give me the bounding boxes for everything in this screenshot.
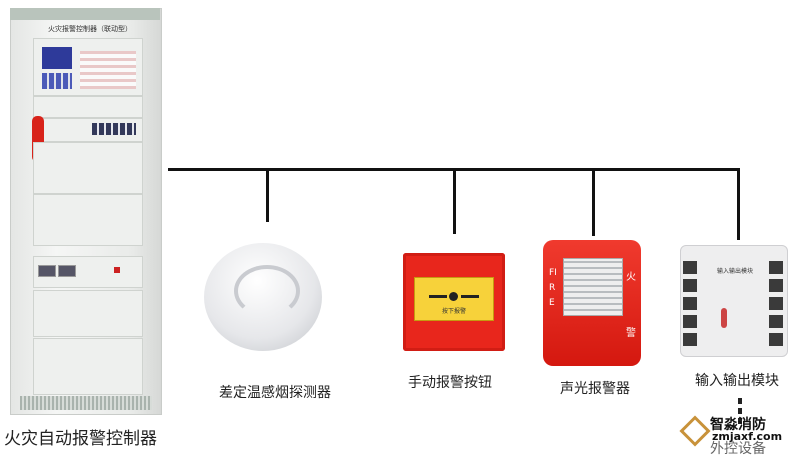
blank-panel xyxy=(33,338,143,395)
bus-drop-sounder xyxy=(592,168,595,236)
indicator-grid xyxy=(80,51,136,89)
bus-drop-call-point xyxy=(453,168,456,234)
fire-char: 火 xyxy=(626,272,636,283)
fire-text: FIRE xyxy=(549,268,557,308)
device-label: 声光报警器 xyxy=(560,381,630,397)
blank-panel xyxy=(33,194,143,246)
smoke-detector-icon xyxy=(204,243,322,351)
manual-call-point-icon: 按下报警 xyxy=(403,253,505,351)
control-buttons xyxy=(92,123,136,135)
led-indicators xyxy=(721,308,727,328)
terminal-block-left xyxy=(683,258,697,346)
meter-icon xyxy=(38,265,56,277)
bus-drop-module xyxy=(737,168,740,240)
watermark-url: zmjaxf.com xyxy=(712,430,783,443)
watermark-logo-icon xyxy=(679,415,711,447)
call-point-text: 按下报警 xyxy=(441,308,466,315)
watermark-name: 智淼消防 xyxy=(710,417,766,433)
audible-visual-alarm-icon: FIRE 火 警 xyxy=(543,240,641,366)
press-button xyxy=(449,292,458,301)
printer xyxy=(33,96,143,118)
module-text: 输入输出模块 xyxy=(716,268,753,275)
call-point-window: 按下报警 xyxy=(414,277,494,321)
manual-control-panel xyxy=(33,118,143,142)
device-label: 输入输出模块 xyxy=(695,373,779,389)
meter-icon xyxy=(58,265,76,277)
controller-label: 火灾自动报警控制器 xyxy=(4,429,157,449)
power-switch xyxy=(114,267,120,273)
arrow-right-icon xyxy=(429,295,447,298)
alarm-char: 警 xyxy=(626,328,636,339)
arrow-left-icon xyxy=(461,295,479,298)
control-panel xyxy=(33,38,143,96)
keypad xyxy=(42,73,72,89)
cabinet-top xyxy=(10,8,160,20)
bus-drop-detector xyxy=(266,168,269,222)
external-device-label: 外控设备 xyxy=(710,441,766,457)
power-panel xyxy=(33,256,143,288)
device-label: 差定温感烟探测器 xyxy=(219,385,331,401)
device-label: 手动报警按钮 xyxy=(408,375,492,391)
cabinet-title: 火灾报警控制器（联动型） xyxy=(48,25,132,33)
blank-panel xyxy=(33,290,143,337)
dashed-connection xyxy=(738,394,742,424)
io-module-icon: 输入输出模块 xyxy=(680,245,788,357)
cabinet-vent xyxy=(20,396,152,410)
lcd-screen xyxy=(42,47,72,69)
detector-vent xyxy=(234,265,300,317)
blank-panel xyxy=(33,142,143,194)
strobe-lens xyxy=(563,258,623,316)
terminal-block-right xyxy=(769,258,783,346)
